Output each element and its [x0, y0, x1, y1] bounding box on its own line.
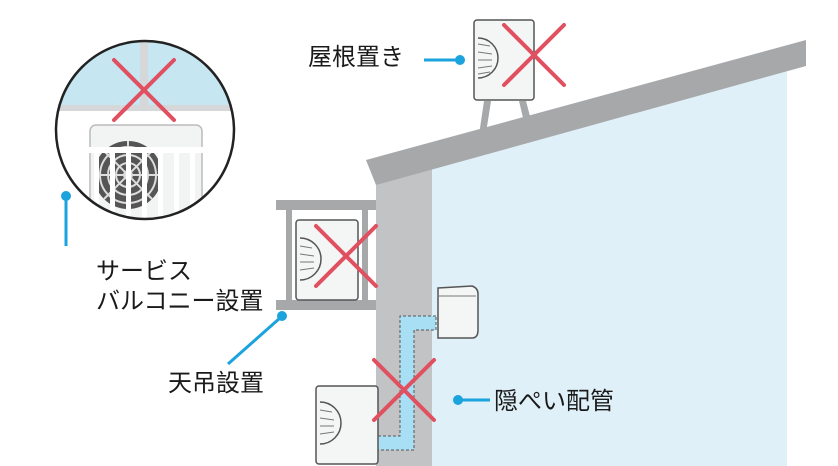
ceiling-unit	[295, 219, 359, 301]
roof-leader	[424, 55, 465, 65]
balcony-label: サービス バルコニー設置	[96, 256, 264, 316]
leader-dot-icon	[61, 191, 71, 201]
leader-dot-icon	[453, 395, 463, 405]
hidden-pipe-label: 隠ぺい配管	[494, 387, 614, 415]
roof-slab	[366, 40, 806, 185]
ground-unit	[315, 385, 379, 465]
house-wall	[432, 66, 787, 466]
closeup-ring	[54, 39, 236, 221]
ceiling-label: 天吊設置	[168, 369, 264, 397]
balcony-closeup	[56, 41, 234, 219]
ceiling-frame	[276, 200, 376, 310]
hidden-pipe-leader	[453, 395, 490, 405]
cross-mark-icon	[112, 58, 176, 122]
roof-unit-stand	[479, 101, 531, 135]
balcony-leader	[61, 191, 71, 246]
ceiling-leader	[227, 311, 287, 366]
cross-mark-icon	[314, 224, 378, 288]
cross-mark-icon	[372, 358, 436, 422]
balcony-label-line1: サービス	[96, 257, 192, 285]
balcony-label-line2: バルコニー設置	[96, 287, 264, 315]
leader-dot-icon	[455, 55, 465, 65]
cross-mark-icon	[502, 23, 566, 87]
roof-unit	[473, 19, 535, 101]
leader-dot-icon	[277, 311, 287, 321]
indoor-unit	[437, 285, 479, 339]
roof-label: 屋根置き	[308, 43, 404, 71]
